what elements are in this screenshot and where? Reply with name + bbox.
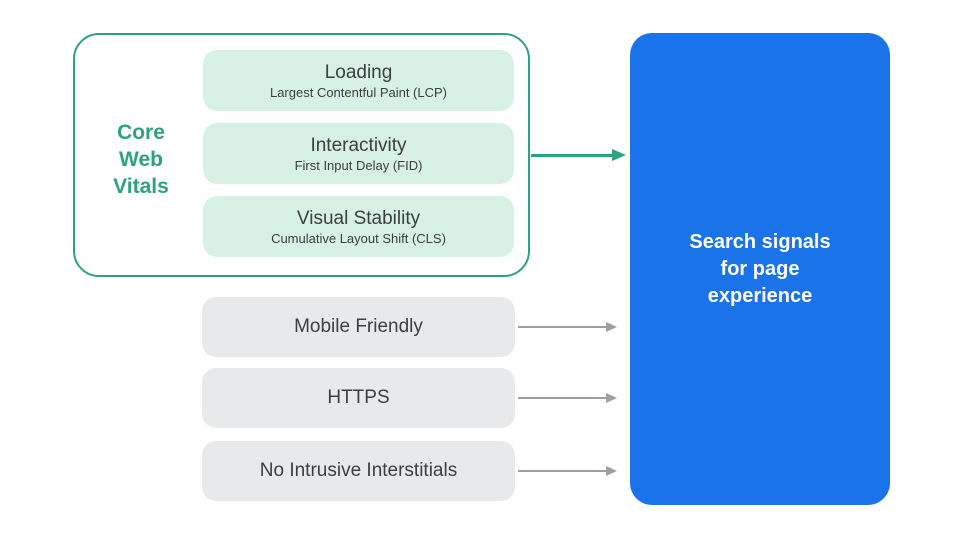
metric-box-interactivity: Interactivity First Input Delay (FID) (203, 123, 514, 184)
signal-box-mobile-friendly: Mobile Friendly (202, 297, 515, 357)
arrow-no-intrusive-interstitials-to-result (518, 466, 617, 476)
result-text-line: for page (720, 257, 800, 280)
arrow-mobile-friendly-to-result (518, 322, 617, 332)
search-signals-result-box: Search signals for page experience (630, 33, 890, 505)
metric-box-visual-stability: Visual Stability Cumulative Layout Shift… (203, 196, 514, 257)
signal-box-https: HTTPS (202, 368, 515, 428)
arrow-core-web-vitals-to-result (531, 149, 626, 161)
arrow-https-to-result (518, 393, 617, 403)
metric-subtitle: First Input Delay (FID) (294, 157, 423, 173)
metric-title: Interactivity (310, 134, 407, 156)
core-web-vitals-label-line: Web (119, 148, 163, 171)
core-web-vitals-label-line: Core (117, 121, 165, 144)
signal-label: Mobile Friendly (294, 316, 423, 337)
metric-title: Visual Stability (296, 207, 421, 229)
metric-title: Loading (324, 61, 393, 83)
metric-subtitle: Cumulative Layout Shift (CLS) (271, 230, 446, 246)
core-web-vitals-label-line: Vitals (113, 175, 169, 198)
metric-subtitle: Largest Contentful Paint (LCP) (269, 84, 448, 100)
signal-label: HTTPS (327, 387, 390, 408)
result-text-line: experience (707, 284, 813, 307)
result-text-line: Search signals (689, 230, 831, 253)
signal-label: No Intrusive Interstitials (259, 460, 458, 481)
core-web-vitals-label: Core Web Vitals (83, 119, 199, 200)
signal-box-no-intrusive-interstitials: No Intrusive Interstitials (202, 441, 515, 501)
metric-box-loading: Loading Largest Contentful Paint (LCP) (203, 50, 514, 111)
